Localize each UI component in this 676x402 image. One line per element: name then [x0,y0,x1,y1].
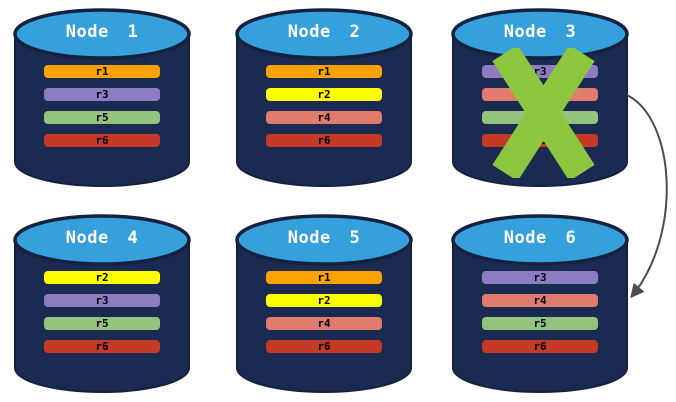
replica-bar: r1 [44,65,160,78]
node-1: Node 1 r1 r3 r5 r6 [12,4,192,200]
replica-bar: r5 [482,317,598,330]
replica-bar: r3 [482,271,598,284]
replica-bar: r1 [266,271,382,284]
replica-bar: r3 [44,294,160,307]
replica-bar: r6 [266,134,382,147]
node-title: Node 4 [65,228,139,248]
node-title: Node 5 [287,228,361,248]
node-6: Node 6 r3 r4 r5 r6 [450,210,630,402]
replica-bar: r3 [44,88,160,101]
failure-x-icon [492,48,595,178]
replica-bar: r2 [266,294,382,307]
node-5: Node 5 r1 r2 r4 r6 [234,210,414,402]
node-4: Node 4 r2 r3 r5 r6 [12,210,192,402]
replica-bar: r4 [482,294,598,307]
replica-bar: r5 [44,317,160,330]
replica-bar: r2 [44,271,160,284]
node-2: Node 2 r1 r2 r4 r6 [234,4,414,200]
replica-bar: r5 [44,111,160,124]
node-title: Node 2 [287,22,361,42]
replica-bar: r6 [44,134,160,147]
replica-bar: r2 [266,88,382,101]
replica-bar: r4 [266,317,382,330]
replica-bar: r4 [266,111,382,124]
replica-bar: r6 [266,340,382,353]
node-title: Node 6 [503,228,577,248]
node-title: Node 3 [503,22,577,42]
replica-bar: r6 [44,340,160,353]
node-3: Node 3 r3 r4 r5 r6 [450,4,630,200]
node-title: Node 1 [65,22,139,42]
replica-bar: r1 [266,65,382,78]
replica-bar: r6 [482,340,598,353]
